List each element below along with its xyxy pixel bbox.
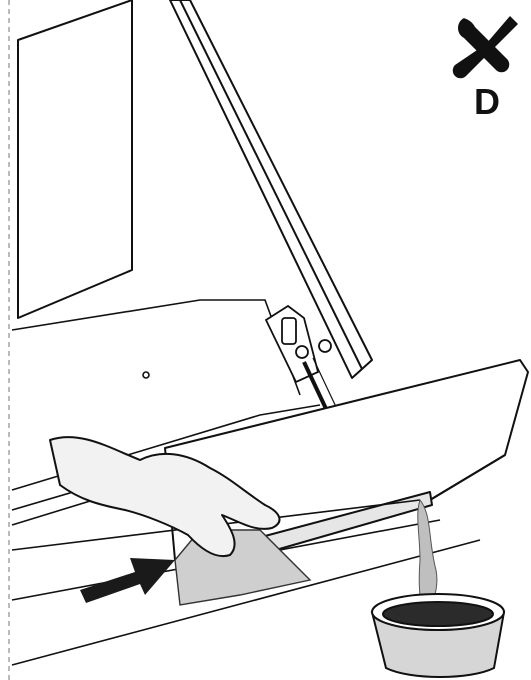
push-arrow-icon xyxy=(80,558,175,603)
screwdriver-wrench-icon xyxy=(452,12,522,82)
collection-bowl xyxy=(372,594,504,677)
tool-category-letter: D xyxy=(452,82,522,122)
tool-badge: D xyxy=(452,12,522,124)
